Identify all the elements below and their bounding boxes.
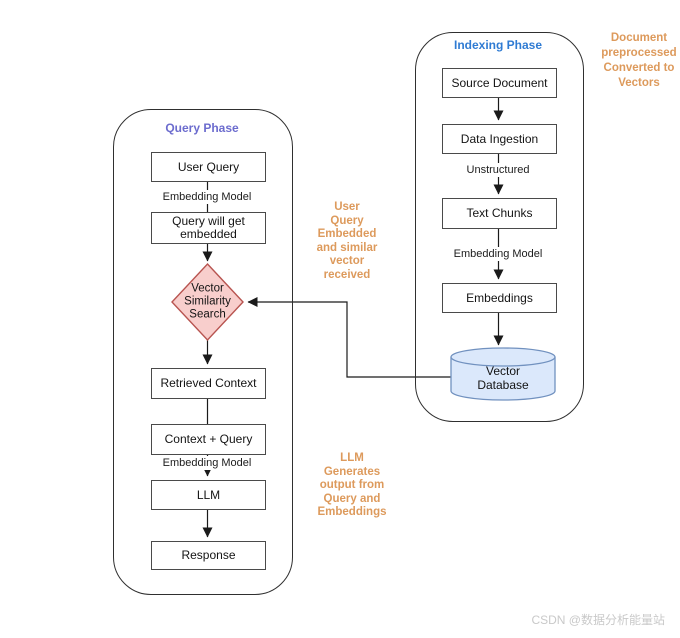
node-llm: LLM [151, 480, 266, 510]
node-text-chunks: Text Chunks [442, 198, 557, 229]
vector-similarity-diamond [171, 262, 244, 342]
node-embeddings: Embeddings [442, 283, 557, 313]
indexing-phase-container [415, 32, 584, 422]
node-source-document: Source Document [442, 68, 557, 98]
node-user-query: User Query [151, 152, 266, 182]
edge-label-embedding-model-bottom: Embedding Model [159, 456, 255, 470]
node-response: Response [151, 541, 266, 570]
vector-database-cylinder [450, 347, 556, 401]
annotation-user-query-embedded: User Query Embedded and similar vector r… [316, 201, 378, 281]
annotation-document-preprocessed: Document preprocessed Converted to Vecto… [601, 32, 677, 89]
vector-database-label: Vector Database [477, 364, 529, 392]
edge-label-embedding-model-indexing: Embedding Model [450, 247, 546, 261]
annotation-llm-generates: LLM Generates output from Query and Embe… [317, 452, 387, 518]
edge-label-embedding-model-top: Embedding Model [159, 190, 255, 204]
node-context-plus-query: Context + Query [151, 424, 266, 455]
edge-database-to-diamond [247, 297, 451, 378]
node-data-ingestion: Data Ingestion [442, 124, 557, 154]
diamond-label: Vector Similarity Search [184, 282, 231, 321]
query-phase-container [113, 109, 293, 595]
edge-label-unstructured: Unstructured [463, 163, 533, 177]
query-phase-title: Query Phase [165, 121, 239, 135]
node-retrieved-context: Retrieved Context [151, 368, 266, 399]
indexing-phase-title: Indexing Phase [453, 38, 543, 52]
watermark-text: CSDN @数据分析能量站 [531, 613, 665, 627]
node-query-will-get-embedded: Query will get embedded [151, 212, 266, 244]
